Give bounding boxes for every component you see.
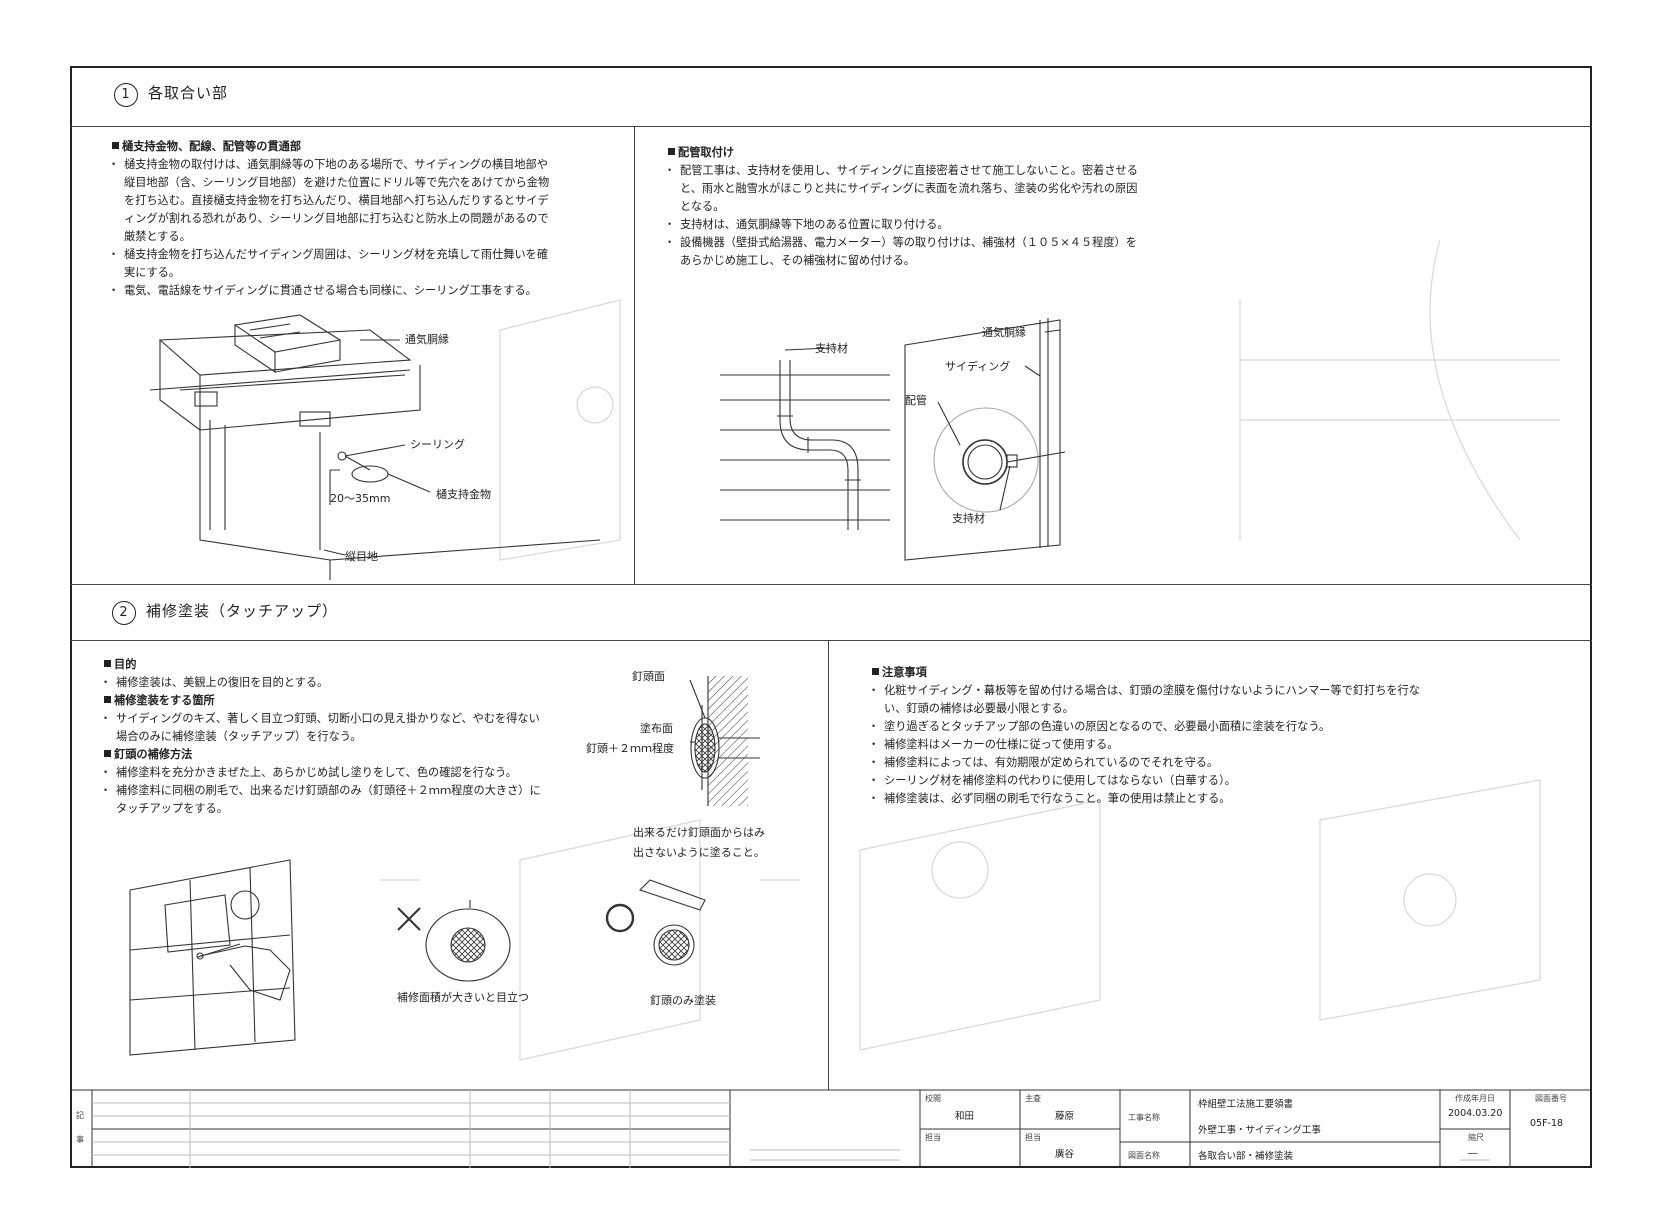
label-note-line-2: 出さないように塗ること。 [633, 845, 765, 859]
section-number: 2 [112, 601, 136, 625]
block-heading: 樋支持金物、配線、配管等の貫通部 [112, 138, 552, 156]
scale-value: ― [1468, 1148, 1478, 1159]
section-1-title: 1 各取合い部 [114, 82, 228, 107]
note-item: 電気、電話線をサイディングに貫通させる場合も同様に、シーリング工事をする。 [112, 282, 552, 300]
label-note-line-1: 出来るだけ釘頭面からはみ [633, 825, 765, 839]
chief-label: 主査 [1025, 1094, 1041, 1103]
note-item: 補修塗装は、必ず同梱の刷毛で行なうこと。筆の使用は禁止とする。 [872, 790, 1432, 808]
chief-name: 藤原 [1055, 1111, 1075, 1122]
remarks-label: 記事 [76, 1111, 84, 1144]
title-block: 記事 校閲 和田 主査 藤原 担当 担当 廣谷 工事名称 枠組壁工法施工要領書 … [70, 1089, 1592, 1168]
block-heading: 釘頭の補修方法 [104, 746, 544, 764]
date-value: 2004.03.20 [1448, 1108, 1503, 1119]
label-sealing: シーリング [410, 437, 465, 451]
label-pipe: 配管 [905, 393, 927, 407]
note-item: 補修塗料によっては、有効期限が定められているのでそれを守る。 [872, 754, 1432, 772]
note-item: 補修塗料に同梱の刷毛で、出来るだけ釘頭部のみ（釘頭径＋２ｍｍ程度の大きさ）にタッ… [104, 782, 544, 818]
label-nail-face: 釘頭面 [632, 669, 665, 683]
caution-notes: 注意事項 化粧サイディング・幕板等を留め付ける場合は、釘頭の塗膜を傷付けないよう… [872, 664, 1432, 808]
block-heading: 目的 [104, 656, 544, 674]
divider [70, 584, 1592, 585]
note-item: 樋支持金物の取付けは、通気胴縁等の下地のある場所で、サイディングの横目地部や縦目… [112, 156, 552, 246]
section-title-text: 補修塗装（タッチアップ） [146, 602, 339, 620]
charge-label-2: 担当 [1025, 1133, 1041, 1142]
label-paint-face: 塗布面 [640, 721, 673, 735]
gutter-penetration-notes: 樋支持金物、配線、配管等の貫通部 樋支持金物の取付けは、通気胴縁等の下地のある場… [112, 138, 552, 300]
block-heading: 注意事項 [872, 664, 1432, 682]
label-gutter-bracket: 樋支持金物 [436, 487, 491, 501]
label-paint-size: 釘頭＋２ｍｍ程度 [586, 741, 674, 755]
touchup-notes: 目的 補修塗装は、美観上の復旧を目的とする。 補修塗装をする箇所 サイディングの… [104, 656, 544, 818]
note-item: 塗り過ぎるとタッチアップ部の色違いの原因となるので、必要最小面積に塗装を行なう。 [872, 718, 1432, 736]
note-item: シーリング材を補修塗料の代わりに使用してはならない（白華する）。 [872, 772, 1432, 790]
project-label: 工事名称 [1128, 1113, 1160, 1122]
note-item: 設備機器（壁掛式給湯器、電力メーター）等の取り付けは、補強材（１０５×４５程度）… [668, 234, 1138, 270]
label-furring: 通気胴縁 [405, 332, 449, 346]
caption-bad-example: 補修面積が大きいと目立つ [397, 990, 529, 1004]
drawing-name: 各取合い部・補修塗装 [1198, 1151, 1294, 1162]
drawing-frame [70, 66, 1592, 1168]
block-heading: 補修塗装をする箇所 [104, 692, 544, 710]
good-example-mark: ○ [604, 900, 634, 934]
note-item: 補修塗料を充分かきまぜた上、あらかじめ試し塗りをして、色の確認を行なう。 [104, 764, 544, 782]
number-value: 05F-18 [1530, 1118, 1564, 1129]
check-label: 校閲 [925, 1094, 941, 1103]
divider [828, 640, 829, 1090]
label-furring-right: 通気胴縁 [982, 325, 1026, 339]
note-item: 化粧サイディング・幕板等を留め付ける場合は、釘頭の塗膜を傷付けないようにハンマー… [872, 682, 1432, 718]
number-label: 図面番号 [1535, 1094, 1567, 1103]
label-dimension: 20～35mm [330, 492, 390, 505]
note-item: 補修塗料はメーカーの仕様に従って使用する。 [872, 736, 1432, 754]
section-number: 1 [114, 83, 138, 107]
section-2-title: 2 補修塗装（タッチアップ） [112, 600, 338, 625]
charge-label-1: 担当 [925, 1133, 941, 1142]
drawing-label: 図面名称 [1128, 1151, 1160, 1160]
project-line-1: 枠組壁工法施工要領書 [1198, 1099, 1294, 1110]
note-item: サイディングのキズ、著しく目立つ釘頭、切断小口の見え掛かりなど、やむを得ない場合… [104, 710, 544, 746]
note-item: 支持材は、通気胴縁等下地のある位置に取り付ける。 [668, 216, 1138, 234]
bad-example-mark: × [392, 900, 421, 934]
scale-label: 縮尺 [1468, 1133, 1484, 1142]
label-vertical-joint: 縦目地 [345, 550, 378, 563]
label-support-right: 支持材 [952, 511, 985, 525]
divider [70, 640, 1592, 641]
label-siding: サイディング [945, 359, 1010, 373]
title-block-grid [70, 1089, 1592, 1168]
note-item: 配管工事は、支持材を使用し、サイディングに直接密着させて施工しないこと。密着させ… [668, 162, 1138, 216]
divider [70, 126, 1592, 127]
project-line-2: 外壁工事・サイディング工事 [1198, 1125, 1321, 1136]
check-name: 和田 [955, 1111, 975, 1122]
note-item: 補修塗装は、美観上の復旧を目的とする。 [104, 674, 544, 692]
piping-notes: 配管取付け 配管工事は、支持材を使用し、サイディングに直接密着させて施工しないこ… [668, 144, 1138, 270]
block-heading: 配管取付け [668, 144, 1138, 162]
note-item: 樋支持金物を打ち込んだサイディング周囲は、シーリング材を充填して雨仕舞いを確実に… [112, 246, 552, 282]
section-title-text: 各取合い部 [148, 84, 229, 102]
date-label: 作成年月日 [1455, 1094, 1495, 1103]
divider [634, 126, 635, 584]
label-support-left: 支持材 [815, 341, 848, 355]
charge-name: 廣谷 [1055, 1149, 1075, 1160]
caption-good-example: 釘頭のみ塗装 [650, 993, 716, 1007]
